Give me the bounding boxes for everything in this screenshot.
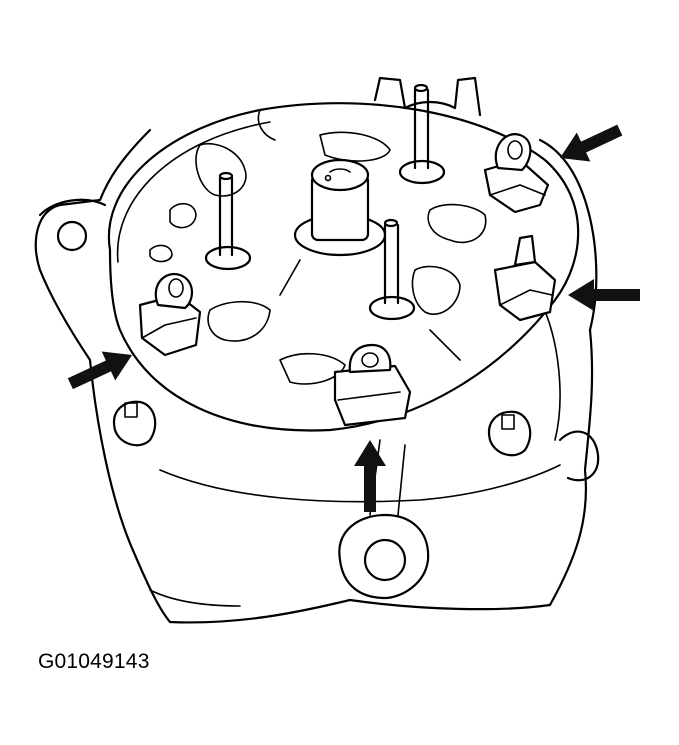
arrow-top-right <box>560 124 623 162</box>
terminal-top-right <box>483 133 550 214</box>
ring-terminals <box>138 133 557 427</box>
indicator-arrows <box>67 124 640 512</box>
arrow-left <box>67 351 132 390</box>
figure-code-label: G01049143 <box>38 650 150 673</box>
terminal-studs <box>204 83 446 321</box>
arrow-bottom <box>354 440 386 512</box>
center-shaft <box>293 158 387 257</box>
rectifier-plate <box>107 102 580 432</box>
terminal-bottom <box>333 343 412 427</box>
stud-center <box>368 218 416 321</box>
stud-left <box>204 171 252 271</box>
stud-top <box>398 83 446 185</box>
terminal-left <box>138 272 202 357</box>
arrow-right <box>568 279 640 311</box>
terminal-right <box>493 234 557 322</box>
